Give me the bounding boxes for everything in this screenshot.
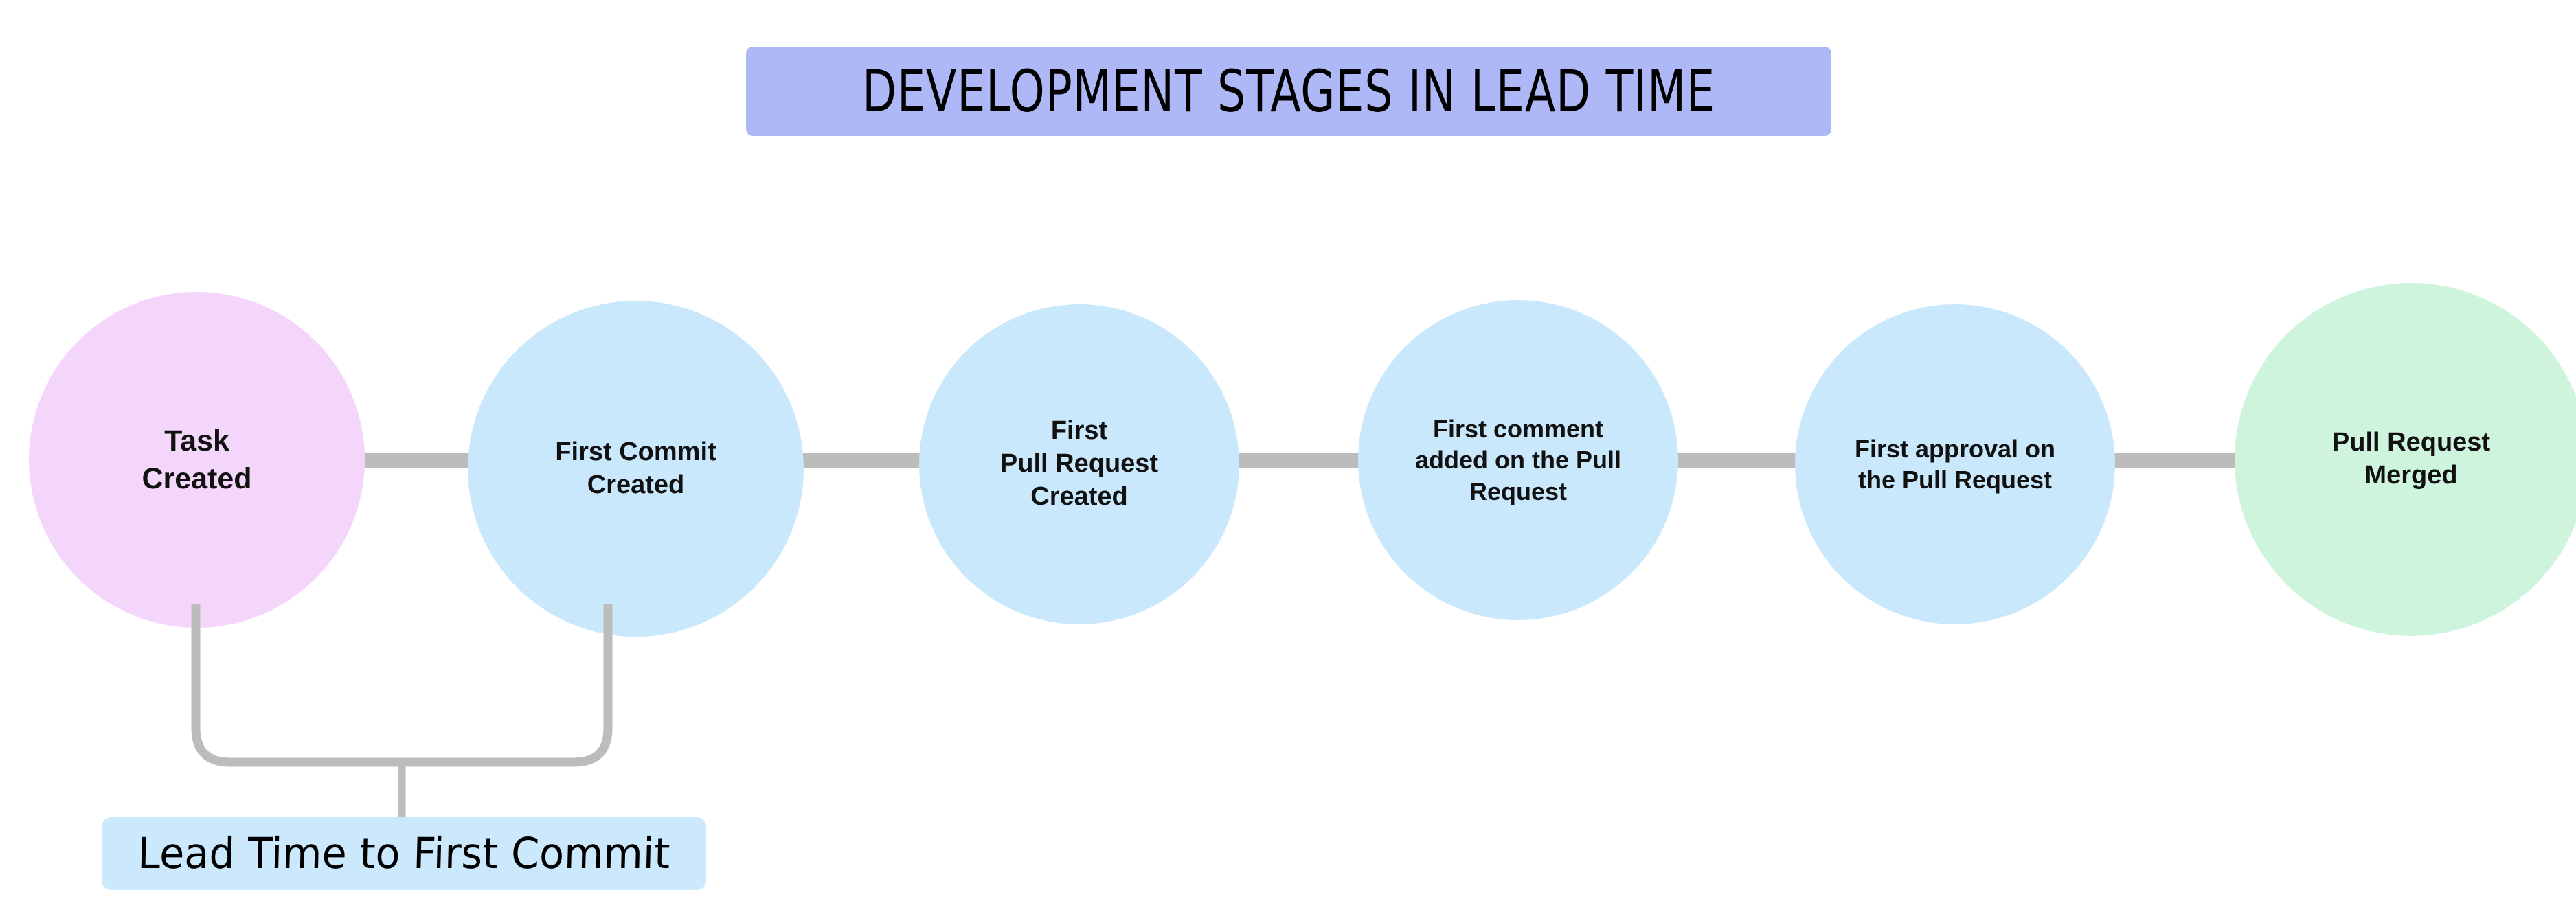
page-title: DEVELOPMENT STAGES IN LEAD TIME [862,58,1715,125]
connector-first-approval-to-merged [2109,453,2243,468]
connector-first-comment-to-first-approval [1672,453,1803,468]
metric-label: Lead Time to First Commit [137,828,671,878]
metric-chip-lead-time-to-first-commit[interactable]: Lead Time to First Commit [102,817,706,890]
stage-label-first-commit-created: First Commit Created [555,437,716,499]
bracket-path [191,604,613,767]
stage-label-task-created: Task Created [142,424,252,495]
diagram-title-banner: DEVELOPMENT STAGES IN LEAD TIME [746,47,1831,136]
stage-node-first-comment-added[interactable]: First comment added on the Pull Request [1358,300,1678,620]
connector-task-to-first-commit [357,453,475,468]
stage-label-first-pull-request-created: First Pull Request Created [999,416,1159,511]
stage-node-task-created[interactable]: Task Created [29,292,365,628]
stage-label-first-comment-added: First comment added on the Pull Request [1414,414,1621,505]
stage-node-first-commit-created[interactable]: First Commit Created [468,301,804,637]
stage-label-pull-request-merged: Pull Request Merged [2331,428,2491,490]
stage-node-first-approval[interactable]: First approval on the Pull Request [1795,304,2115,624]
stage-node-first-pull-request-created[interactable]: First Pull Request Created [919,304,1239,624]
stage-label-first-approval: First approval on the Pull Request [1854,434,2056,494]
lead-time-bracket [191,604,613,821]
connector-first-pr-to-first-comment [1233,453,1365,468]
stage-node-pull-request-merged[interactable]: Pull Request Merged [2235,283,2576,636]
connector-first-commit-to-first-pr [797,453,927,468]
